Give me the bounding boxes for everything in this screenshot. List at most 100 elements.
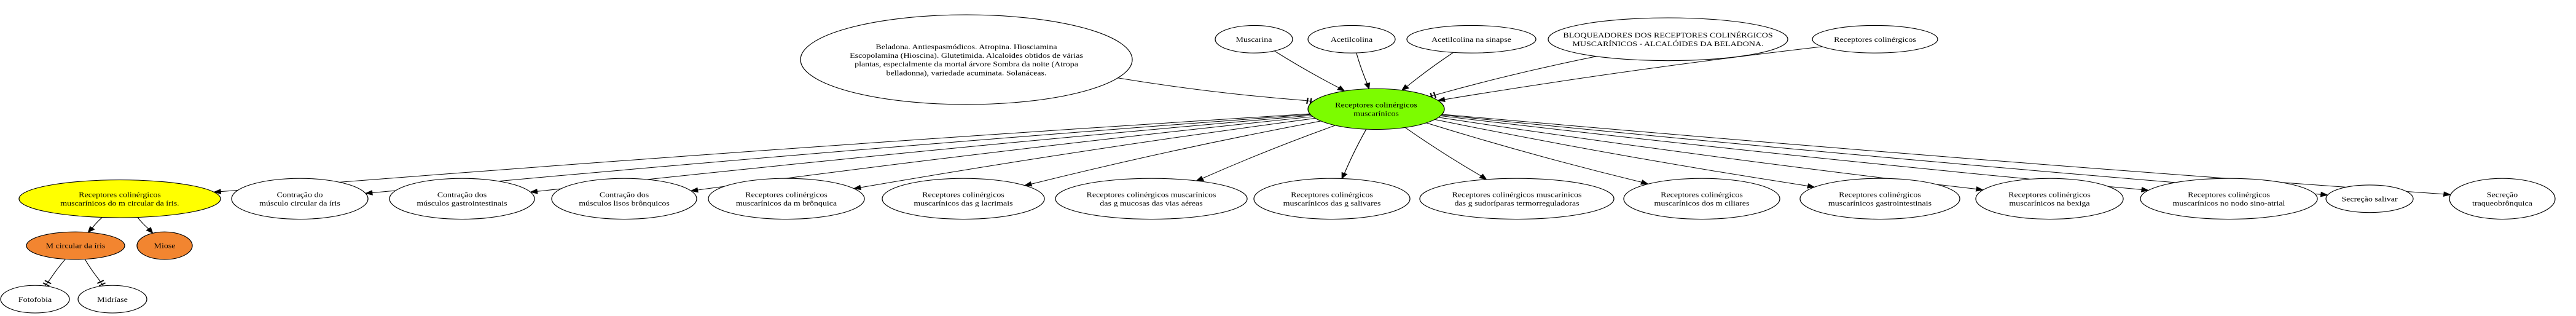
node-m-circular: M circular da íris <box>26 231 125 260</box>
node-fotofobia: Fotofobia <box>0 285 70 314</box>
edge-center-to-gastrointestinais <box>1435 119 1815 189</box>
edges-layer <box>42 46 2452 287</box>
edge-m-circular-to-midriase <box>84 259 106 286</box>
edge-center-to-m-circular-iris <box>213 113 1310 194</box>
node-shape <box>26 231 125 260</box>
node-label-line: muscarínicos da m brônquica <box>736 200 837 208</box>
node-shape <box>18 180 221 218</box>
node-shape <box>1623 178 1780 220</box>
node-label-line: Receptores colinérgicos <box>1661 191 1743 199</box>
arrowhead <box>530 188 538 194</box>
node-g-sudoriparas: Receptores colinérgicos muscarínicosdas … <box>1419 178 1615 220</box>
edge-center-to-contracao-iris <box>364 114 1311 196</box>
tee-head <box>44 280 52 285</box>
node-shape <box>800 14 1133 105</box>
node-label-line: Acetilcolina na sinapse <box>1431 36 1511 44</box>
node-receptores-colinergicos: Receptores colinérgicos <box>1812 25 1938 53</box>
node-label-line: das g mucosas das vias aéreas <box>1100 200 1202 208</box>
node-label-line: Receptores colinérgicos <box>2008 191 2091 199</box>
node-miose: Miose <box>136 231 193 260</box>
node-label-line: músculo circular da íris <box>259 200 340 208</box>
edge-center-to-g-salivares <box>1341 129 1367 180</box>
node-label-line: Receptores colinérgicos <box>922 191 1004 199</box>
node-shape <box>1307 25 1396 53</box>
node-shape <box>2449 178 2556 220</box>
node-label-line: M circular da íris <box>46 242 106 250</box>
node-label-line: Receptores colinérgicos <box>1291 191 1373 199</box>
tee-head <box>96 280 104 284</box>
node-label-line: Secreção salivar <box>2341 196 2398 203</box>
edge-center-to-g-sudoriparas <box>1404 127 1487 180</box>
arrowhead <box>2140 187 2150 192</box>
node-label-line: Receptores colinérgicos <box>1834 36 1916 44</box>
arrowhead <box>1024 181 1033 187</box>
edge-center-to-m-ciliares <box>1426 122 1649 185</box>
node-label-line: muscarínicos no nodo sino-atrial <box>2173 200 2285 208</box>
node-shape <box>136 231 193 260</box>
edge-muscarina-to-center <box>1274 50 1345 92</box>
tee-head <box>1433 92 1437 98</box>
arrowhead <box>1807 183 1815 189</box>
node-shape <box>1215 25 1293 53</box>
node-acetilcolina-sinapse: Acetilcolina na sinapse <box>1406 25 1537 53</box>
node-shape <box>0 285 70 314</box>
node-shape <box>708 178 865 220</box>
node-label-line: MUSCARÍNICOS - ALCALÓIDES DA BELADONA. <box>1572 40 1763 48</box>
tee-head <box>1306 97 1309 105</box>
node-belladona: Beladona. Antiespasmódicos. Atropina. Hi… <box>800 14 1133 105</box>
edge-acetilcolina-sinapse-to-center <box>1401 52 1454 91</box>
arrowhead <box>2320 191 2329 197</box>
node-label-line: muscarínicos das g lacrimais <box>914 200 1012 208</box>
node-shape <box>1406 25 1537 53</box>
node-label-line: Receptores colinérgicos <box>2188 191 2270 199</box>
node-label-line: Midríase <box>97 296 128 304</box>
node-label-line: Receptores colinérgicos muscarínicos <box>1452 191 1582 199</box>
node-acetilcolina: Acetilcolina <box>1307 25 1396 53</box>
node-midriase: Midríase <box>77 285 147 314</box>
arrowhead <box>1437 97 1446 103</box>
node-muscarina: Muscarina <box>1215 25 1293 53</box>
node-label-line: Secreção <box>2487 191 2518 199</box>
node-shape <box>389 178 535 220</box>
node-label-line: muscarínicos das g salivares <box>1283 200 1381 208</box>
node-shape <box>1307 88 1445 130</box>
node-shape <box>882 178 1045 220</box>
node-label-line: muscarínicos dos m ciliares <box>1654 200 1750 208</box>
node-label-line: Fotofobia <box>18 296 52 304</box>
node-label-line: muscarínicos gastrointestinais <box>1828 200 1932 208</box>
node-label-line: BLOQUEADORES DOS RECEPTORES COLINÉRGICOS <box>1563 31 1772 39</box>
arrowhead <box>364 190 373 196</box>
node-label-line: plantas, especialmente da mortal árvore … <box>855 60 1078 68</box>
node-shape <box>2325 184 2414 213</box>
arrowhead <box>690 187 699 193</box>
arrowhead <box>213 189 222 194</box>
arrowhead <box>1975 186 1984 192</box>
edge-center-to-g-mucosas <box>1196 125 1336 181</box>
node-label-line: Escopolamina (Hioscina). Glutetimida. Al… <box>850 52 1083 60</box>
node-label-line: Contração dos <box>600 191 649 199</box>
node-shape <box>1799 178 1960 220</box>
node-label-line: muscarínicos <box>1353 110 1399 118</box>
node-label-line: muscarínicos na bexiga <box>2009 200 2090 208</box>
node-label-line: das g sudoríparas termorreguladoras <box>1454 200 1579 208</box>
arrowhead <box>1364 82 1371 90</box>
edge-belladona-to-center <box>1118 77 1313 105</box>
edge-center-to-contracao-gastro <box>530 115 1312 194</box>
edge-center-to-m-bronquica <box>853 117 1316 191</box>
node-shape <box>1548 17 1788 61</box>
tee-head <box>42 282 50 287</box>
node-label-line: Receptores colinérgicos <box>79 191 161 199</box>
tee-head <box>98 282 106 286</box>
arrowhead <box>2443 191 2452 197</box>
node-label-line: Receptores colinérgicos <box>745 191 828 199</box>
